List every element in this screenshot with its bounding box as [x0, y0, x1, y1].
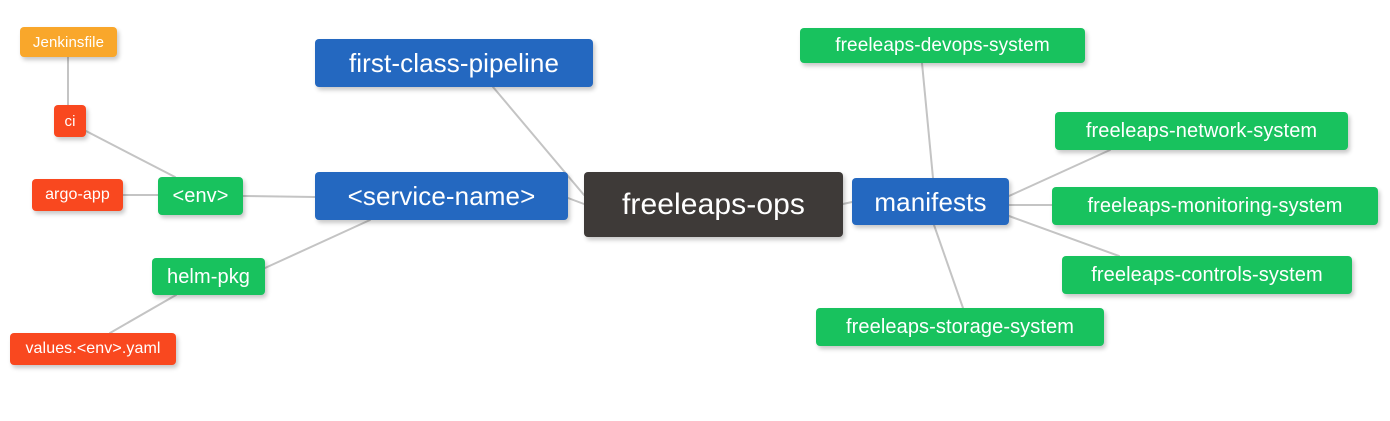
- edge-env-to-ci: [85, 130, 176, 178]
- mindmap-node-freeleaps-storage-system[interactable]: freeleaps-storage-system: [816, 308, 1104, 346]
- mindmap-node-first-class-pipeline[interactable]: first-class-pipeline: [315, 39, 593, 87]
- mindmap-node-label: helm-pkg: [166, 265, 251, 288]
- mindmap-node-label: freeleaps-monitoring-system: [1087, 195, 1343, 217]
- edge-manifests-to-freeleaps-devops-system: [921, 62, 934, 179]
- mindmap-node-label: <service-name>: [347, 181, 536, 211]
- edge-service-name-to-env: [242, 195, 316, 198]
- mindmap-node-label: freeleaps-ops: [621, 187, 806, 221]
- mindmap-node-argo-app[interactable]: argo-app: [32, 179, 123, 211]
- mindmap-node-label: manifests: [874, 186, 987, 217]
- mindmap-node-helm-pkg[interactable]: helm-pkg: [152, 258, 265, 295]
- mindmap-node-label: Jenkinsfile: [32, 33, 105, 51]
- mindmap-node-label: first-class-pipeline: [348, 48, 560, 78]
- mindmap-node-label: argo-app: [45, 186, 110, 203]
- mindmap-node-freeleaps-ops[interactable]: freeleaps-ops: [584, 172, 843, 237]
- mindmap-node-service-name[interactable]: <service-name>: [315, 172, 568, 220]
- mindmap-node-freeleaps-monitoring-system[interactable]: freeleaps-monitoring-system: [1052, 187, 1378, 225]
- mindmap-node-freeleaps-controls-system[interactable]: freeleaps-controls-system: [1062, 256, 1352, 294]
- mindmap-node-label: freeleaps-storage-system: [845, 316, 1075, 338]
- mindmap-node-jenkinsfile[interactable]: Jenkinsfile: [20, 27, 117, 57]
- mindmap-node-label: <env>: [172, 185, 229, 207]
- edge-freeleaps-ops-to-service-name: [567, 197, 585, 205]
- mindmap-node-label: values.<env>.yaml: [25, 340, 161, 357]
- mindmap-node-ci[interactable]: ci: [54, 105, 86, 137]
- edge-service-name-to-helm-pkg: [264, 219, 371, 269]
- mindmap-node-label: freeleaps-network-system: [1085, 120, 1318, 142]
- mindmap-node-env[interactable]: <env>: [158, 177, 243, 215]
- edge-manifests-to-freeleaps-storage-system: [933, 224, 964, 309]
- edge-helm-pkg-to-values-env-yaml: [109, 294, 177, 334]
- mindmap-node-values-env-yaml[interactable]: values.<env>.yaml: [10, 333, 176, 365]
- mindmap-node-label: ci: [64, 112, 76, 130]
- edge-freeleaps-ops-to-manifests: [842, 201, 853, 205]
- mindmap-node-manifests[interactable]: manifests: [852, 178, 1009, 225]
- mindmap-node-freeleaps-devops-system[interactable]: freeleaps-devops-system: [800, 28, 1085, 63]
- mindmap-node-freeleaps-network-system[interactable]: freeleaps-network-system: [1055, 112, 1348, 150]
- mindmap-node-label: freeleaps-devops-system: [835, 35, 1050, 56]
- mindmap-node-label: freeleaps-controls-system: [1091, 264, 1323, 286]
